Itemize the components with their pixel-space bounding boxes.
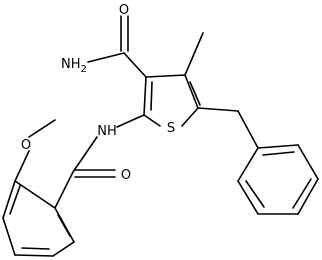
bond-c4-c5-inner xyxy=(189,81,201,106)
bond-amide-c3 xyxy=(123,52,147,78)
bond-ar-2 xyxy=(52,241,75,257)
atom-o-benzamide: O xyxy=(121,168,131,183)
bond-nh-carbonyl xyxy=(72,136,98,173)
atom-o-methoxy: O xyxy=(21,138,31,153)
bond-ph-6 xyxy=(237,147,259,182)
bond-ph-5 xyxy=(237,180,259,215)
bond-ph-3 xyxy=(297,178,319,215)
benzyl-phenyl-ring xyxy=(237,144,319,215)
bond-ph-1-inner xyxy=(262,151,295,156)
atom-nh2-subscript: 2 xyxy=(81,64,87,75)
bond-ph-5-inner xyxy=(245,180,265,208)
bond-ch2-phenyl xyxy=(237,110,259,149)
methoxyphenyl-ring xyxy=(2,171,75,257)
bond-methyl xyxy=(184,32,204,76)
bond-ar-3 xyxy=(14,254,54,257)
bond-ar-3-inner xyxy=(21,247,50,250)
bond-ar-1-inner xyxy=(57,214,71,237)
bond-ar-4 xyxy=(2,217,16,256)
bond-ph-1 xyxy=(257,144,299,149)
bond-c4-c5 xyxy=(184,74,199,109)
bond-o-methyl xyxy=(28,119,56,138)
thiophene-ring xyxy=(143,74,201,127)
bond-c-nh2 xyxy=(87,52,125,63)
atom-nh2: NH2 xyxy=(61,57,87,75)
bond-c2-c3 xyxy=(143,76,147,116)
bond-s-c2 xyxy=(143,114,161,127)
atom-o-amide: O xyxy=(119,3,129,18)
bond-c-aryl xyxy=(54,171,74,209)
bond-ph-2 xyxy=(297,144,319,180)
bond-ar-ome xyxy=(14,150,30,182)
bond-ph-3-inner xyxy=(292,178,312,209)
bond-ar-5 xyxy=(2,180,16,219)
bond-c2-nh xyxy=(116,114,145,128)
atom-s-thiophene: S xyxy=(167,121,175,136)
atom-nh2-text: NH xyxy=(61,57,81,72)
bond-c2-c3-inner xyxy=(150,81,153,111)
bond-c5-s xyxy=(181,107,199,127)
bond-c5-ch2 xyxy=(197,107,239,112)
bond-ar-6 xyxy=(14,180,56,209)
atom-nh-amide: NH xyxy=(97,124,117,139)
bond-ar-5-inner xyxy=(9,185,21,215)
bond-c3-c4 xyxy=(145,74,186,78)
carboxamide-group xyxy=(87,15,147,78)
